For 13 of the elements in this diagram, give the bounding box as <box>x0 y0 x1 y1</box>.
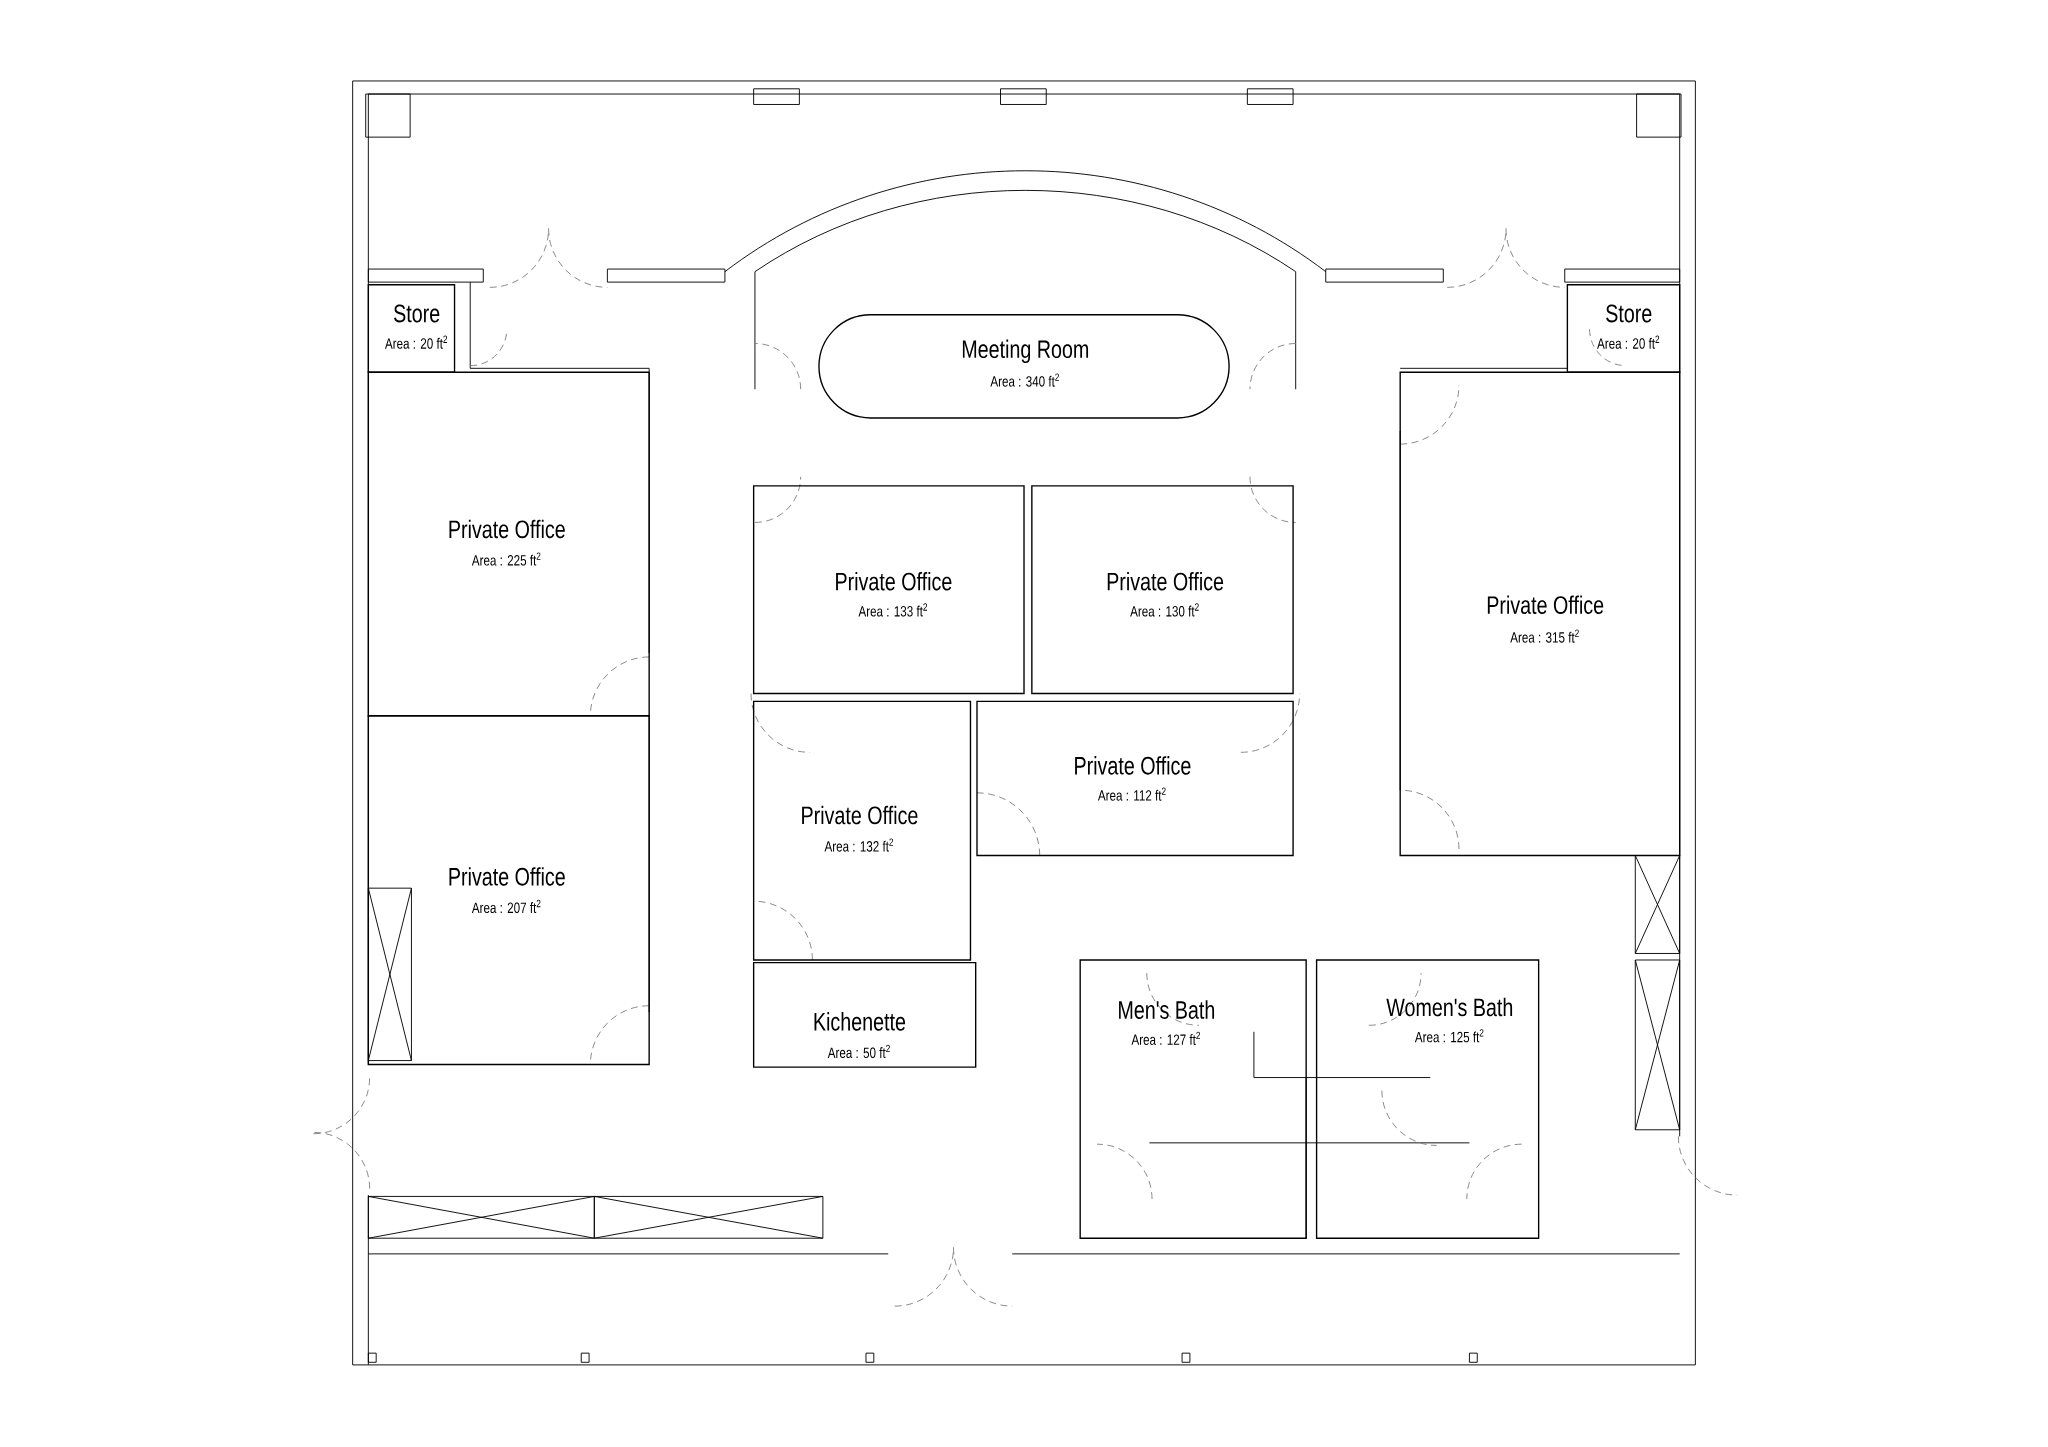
room: Private Office Area : 225 ft$^{2}$ <box>367 371 650 717</box>
room: Private Office Area : 132 ft$^{2}$ <box>752 700 972 961</box>
room: Private Office Area : 207 ft$^{2}$ <box>367 714 650 1066</box>
room: Meeting Room Area : 340 ft$^{2}$ <box>818 314 1230 419</box>
room: Store Area : 20 ft$^{2}$ <box>1566 283 1681 373</box>
room: Men's Bath Area : 127 ft$^{2}$ <box>1079 959 1307 1239</box>
room: Private Office Area : 133 ft$^{2}$ <box>752 485 1025 695</box>
room: Private Office Area : 112 ft$^{2}$ <box>976 700 1294 857</box>
room: Women's Bath Area : 125 ft$^{2}$ <box>1315 959 1540 1239</box>
room: Private Office Area : 315 ft$^{2}$ <box>1399 371 1681 857</box>
room: Kichenette Area : 50 ft$^{2}$ <box>752 961 977 1068</box>
room: Store Area : 20 ft$^{2}$ <box>367 283 456 373</box>
room: Private Office Area : 130 ft$^{2}$ <box>1031 485 1294 695</box>
